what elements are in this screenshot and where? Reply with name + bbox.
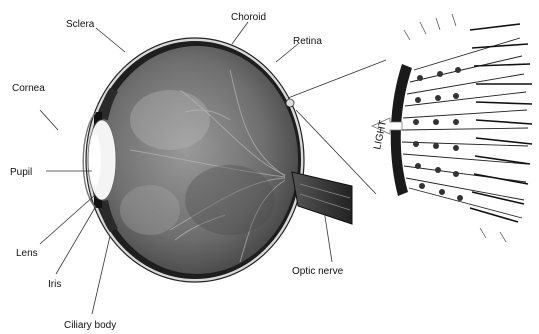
iris-label: Iris [48, 279, 61, 290]
cornea-label: Cornea [12, 83, 45, 94]
iris-leader [56, 206, 96, 274]
sclera-label: Sclera [66, 19, 95, 30]
choroid-label: Choroid [231, 12, 266, 23]
optic-nerve-shape [292, 172, 352, 224]
callout-line-upper [288, 60, 386, 98]
light-label: LIGHT [372, 120, 389, 151]
sclera-leader [96, 28, 125, 52]
retina-label: Retina [293, 36, 322, 47]
pupil-label: Pupil [10, 167, 32, 178]
pupil-opening [89, 134, 101, 186]
lens-leader [40, 195, 95, 244]
ciliary-body-label: Ciliary body [64, 320, 116, 331]
retina-callout-marker [286, 99, 294, 107]
choroid-leader [232, 22, 248, 44]
optic-nerve-label: Optic nerve [292, 266, 344, 277]
cornea-leader [40, 110, 58, 130]
vitreous-body [96, 46, 298, 274]
ciliary-body-leader [92, 236, 110, 314]
lens-label: Lens [16, 248, 38, 259]
optic-nerve-leader [324, 210, 332, 262]
retina-magnified-section [391, 14, 532, 242]
